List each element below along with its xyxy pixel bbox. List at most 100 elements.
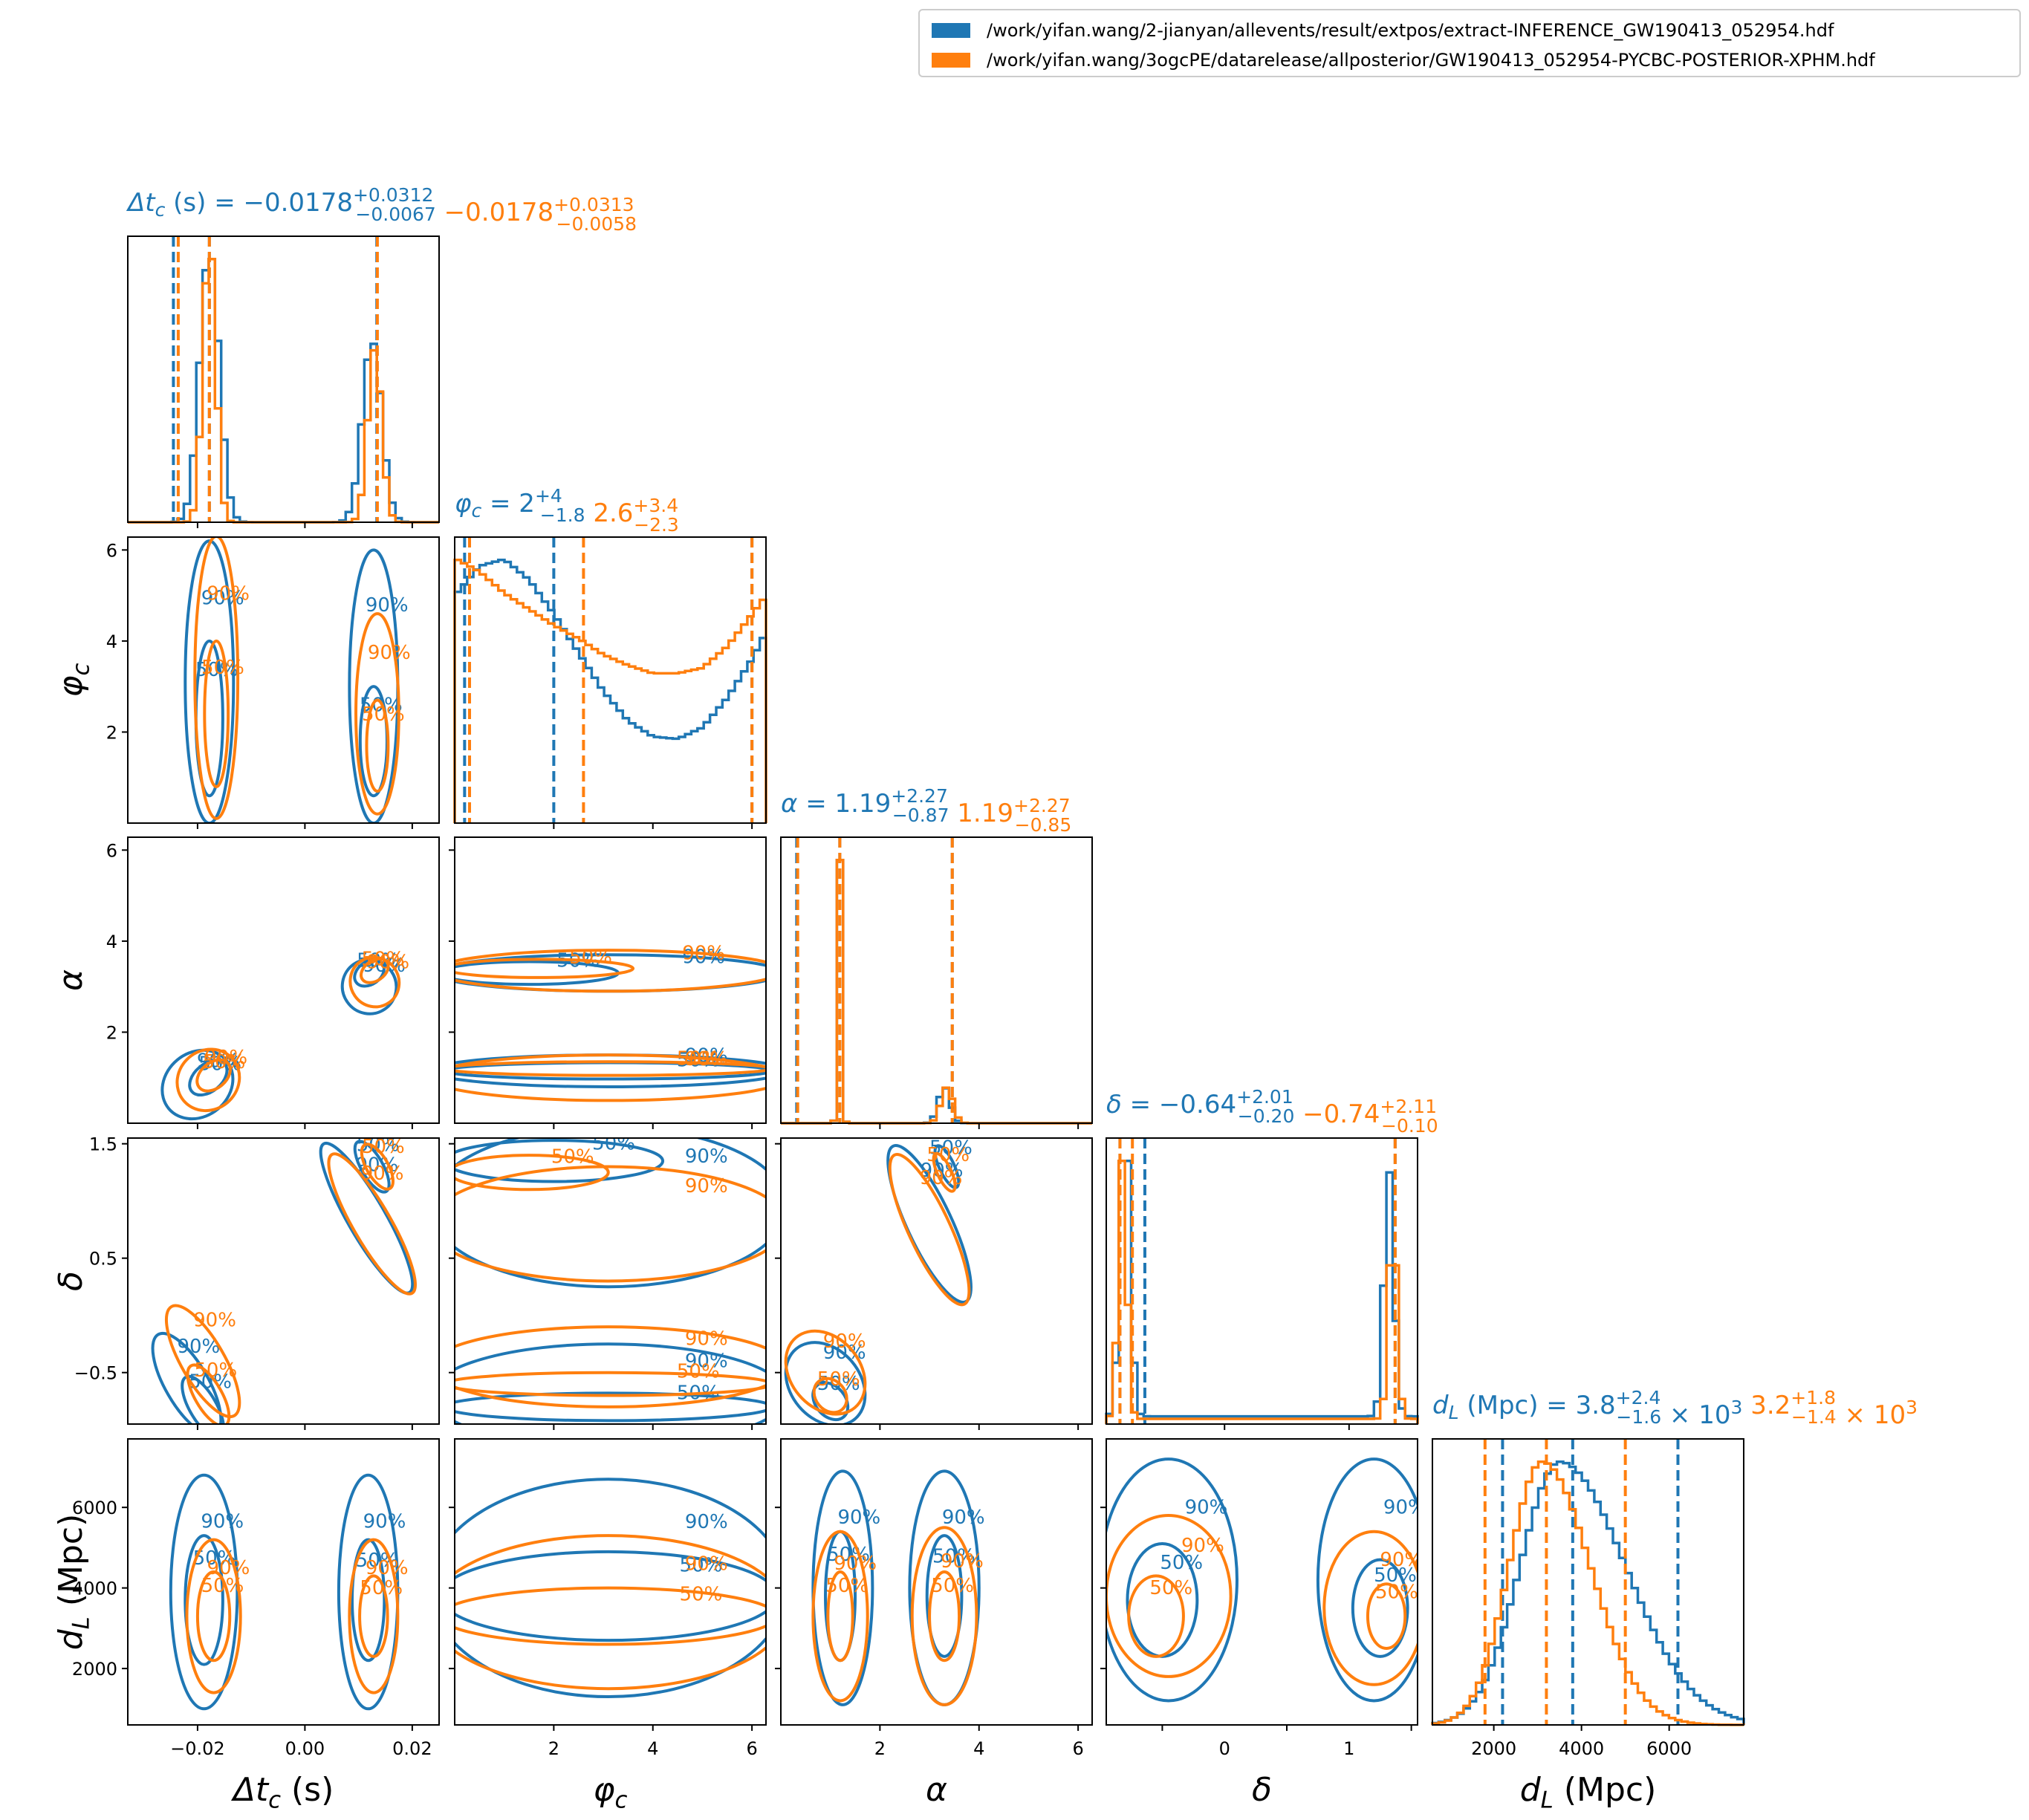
ylabel-text-alpha: α [52,969,90,991]
hist-panel-alpha [780,836,1093,1129]
xtick-label-dtc: −0.02 [170,1738,225,1759]
xtick-label-delta: 1 [1343,1738,1354,1759]
contour-label-blue-2: 90% [942,1507,985,1529]
contour-blue-90pct-2 [455,1053,766,1088]
xtick-label-phic: 6 [746,1738,757,1759]
ylabel-delta: δ [52,1271,90,1291]
ytick-label-phic: 6 [106,540,117,561]
contour-label-blue-1: 50% [680,1555,723,1577]
xtick-label-phic: 4 [647,1738,658,1759]
contour-label-orange-2: 90% [941,1550,984,1573]
contour-label-blue-0: 90% [837,1507,880,1529]
contour-orange-50pct-3 [360,1143,395,1191]
contour-label-orange-0: 90% [685,1175,728,1197]
contour-panel-dL-vs-alpha: 90%50%90%50%90%50%90%50% [775,1438,1093,1731]
contour-blue-50pct-3 [925,1534,964,1658]
ylabel-text-delta: δ [52,1271,90,1291]
contour-orange-90pct-2 [354,612,400,816]
contour-label-orange-1: 50% [926,1144,970,1166]
xtick-label-delta: 0 [1219,1738,1230,1759]
xtick-label-dL: 2000 [1471,1738,1516,1759]
xtick-label-dtc: 0.02 [392,1738,432,1759]
contour-label-blue-1: 50% [1160,1552,1203,1574]
contour-panel-delta-vs-dtc: 90%50%90%50%90%50%90%50% [122,1136,440,1430]
contour-label-orange-1: 50% [203,1051,246,1073]
contour-label-orange-1: 50% [201,657,244,679]
xlabel-delta: δ [1252,1771,1272,1809]
ytick-label-delta: 1.5 [89,1134,117,1155]
panel-frame [127,1438,440,1726]
contour-label-orange-1: 50% [551,1145,594,1168]
contour-label-orange-0: 90% [193,1310,236,1332]
hist-frame-dtc [127,235,440,523]
xtick-label-alpha: 2 [874,1738,886,1759]
contour-orange-50pct-1 [186,1363,231,1424]
contour-orange-90pct-0 [175,1047,241,1113]
hist-panel-dL [1431,1438,1745,1731]
contour-label-orange-0: 90% [1181,1535,1224,1557]
contour-orange-50pct-3 [358,1574,389,1658]
contour-blue-90pct-0 [455,1478,766,1698]
ylabel-dL: dL (Mpc) [52,1514,95,1651]
contour-orange-90pct-0 [455,949,766,993]
contour-label-orange-2: 90% [685,1048,728,1070]
contour-orange-90pct-0 [888,1153,971,1307]
panel-frame [780,1137,1093,1425]
contour-label-blue-0: 90% [685,1511,728,1533]
contour-label-orange-2: 90% [685,1327,728,1350]
contour-label-orange-3: 50% [931,1575,974,1597]
hist-frame-dL [1432,1438,1744,1726]
ylabel-text-dL: dL (Mpc) [52,1514,95,1651]
contour-orange-50pct-3 [928,1570,961,1663]
panel-frame [127,536,440,824]
contour-label-orange-0: 90% [207,582,250,605]
ytick-label-delta: 0.5 [89,1249,117,1270]
contour-orange-50pct-1 [455,1586,766,1646]
contour-label-orange-1: 50% [569,946,612,969]
contour-orange-50pct-3 [365,698,390,793]
contour-panel-dL-vs-dtc: 90%50%90%50%90%50%90%50% [122,1438,440,1731]
contour-orange-50pct-1 [932,1151,957,1193]
contour-orange-90pct-2 [910,1526,978,1706]
contour-label-orange-1: 50% [1149,1577,1192,1599]
hist-frame-delta [1106,1137,1418,1425]
legend-entry-orange: /work/yifan.wang/3ogcPE/datarelease/allp… [932,46,1875,74]
summary-title-dtc: Δtc (s) = −0.0178+0.0312−0.0067 −0.0178+… [126,184,637,235]
contour-orange-50pct-1 [826,1570,854,1663]
contour-orange-50pct-1 [1127,1574,1185,1658]
contour-blue-50pct-3 [1351,1558,1409,1658]
summary-title-alpha: α = 1.19+2.27−0.87 1.19+2.27−0.85 [781,785,1071,836]
ylabel-phic: φc [52,663,95,697]
xtick-label-dtc: 0.00 [285,1738,325,1759]
panel-frame [454,1137,767,1425]
xlabel-phic: φc [594,1771,628,1814]
contour-blue-50pct-3 [350,1538,386,1663]
contour-blue-90pct-2 [455,1342,766,1424]
summary-title-phic: φc = 2+4−1.8 2.6+3.4−2.3 [455,485,679,536]
xtick-label-alpha: 4 [973,1738,984,1759]
contour-blue-90pct-0 [169,1473,239,1711]
contour-label-blue-0: 90% [685,1145,728,1168]
contour-label-blue-1: 50% [195,659,238,681]
xtick-label-dL: 4000 [1559,1738,1604,1759]
ytick-label-phic: 4 [106,631,117,652]
xlabel-dtc: Δtc (s) [231,1771,334,1814]
hist-panel-delta [1105,1137,1419,1430]
contour-orange-50pct-1 [195,1570,232,1663]
contour-label-blue-0: 90% [682,946,725,968]
hist-frame-phic [454,536,767,824]
contour-label-orange-0: 90% [207,1557,250,1579]
contour-blue-50pct-3 [455,1391,766,1423]
contour-blue-50pct-1 [455,1550,766,1642]
contour-orange-90pct-2 [455,1325,766,1408]
contour-label-blue-1: 50% [929,1137,973,1160]
contour-label-orange-3: 50% [362,1136,405,1158]
contour-label-orange-3: 50% [360,1577,403,1599]
summary-title-delta: δ = −0.64+2.01−0.20 −0.74+2.11−0.10 [1106,1086,1438,1137]
contour-panel-dL-vs-phic: 90%50%90%50% [449,1438,767,1731]
hist-bg-alpha [781,837,1092,1123]
contour-label-orange-3: 50% [677,1047,720,1070]
contour-label-orange-0: 90% [682,943,725,965]
contour-blue-50pct-3 [353,1140,391,1194]
